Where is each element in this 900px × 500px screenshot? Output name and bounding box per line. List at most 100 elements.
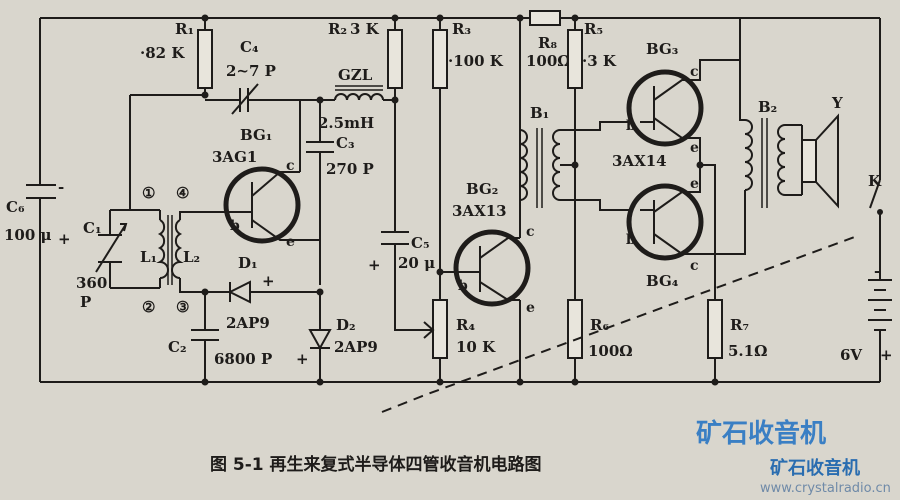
d2-value: 2AP9 (334, 338, 378, 356)
coil-l1 (156, 219, 169, 279)
transistor-bg3 (626, 59, 740, 165)
c3-value: 270 P (326, 160, 374, 178)
battery-plus: + (880, 346, 893, 364)
figure-caption: 图 5-1 再生来复式半导体四管收音机电路图 (210, 454, 542, 475)
l1-ref: L₁ (140, 248, 157, 266)
bg2-pin-e: e (526, 300, 535, 316)
c1-unit: P (80, 293, 91, 311)
capacitor-c5 (381, 100, 425, 331)
c6-plus: + (58, 230, 71, 248)
tank-wiring (109, 94, 205, 289)
battery-value: 6V (840, 346, 862, 364)
r6-ref: R₆ (590, 316, 609, 334)
diode-d2 (308, 292, 332, 382)
r6-value: 100Ω (588, 342, 633, 360)
speaker-y (801, 113, 839, 209)
bg1-pin-b: b (230, 218, 240, 234)
c6-value: 100 μ (4, 226, 52, 244)
c1-value: 360 (76, 274, 107, 292)
transformer-b2 (739, 18, 802, 208)
capacitor-c6 (26, 184, 56, 235)
r3-ref: R₃ (452, 20, 471, 38)
c4-ref: C₄ (240, 38, 259, 56)
resistor-r2 (387, 18, 403, 100)
c6-ref: C₆ (6, 198, 25, 216)
bg4-pin-c: c (690, 258, 699, 274)
battery (868, 250, 892, 355)
resistor-r8 (529, 10, 561, 26)
b2-ref: B₂ (758, 98, 777, 116)
d1-ref: D₁ (238, 254, 258, 272)
r8-value: 100Ω (526, 52, 571, 70)
r7-ref: R₇ (730, 316, 749, 334)
resistor-r6 (567, 299, 583, 382)
watermark: 矿石收音机 矿石收音机 www.crystalradio.cn (696, 418, 891, 496)
c5-ref: C₅ (411, 234, 430, 252)
c2-ref: C₂ (168, 338, 187, 356)
coil-l2 (171, 219, 184, 279)
bg2-ref: BG₂ (466, 180, 498, 198)
top-rail (40, 17, 881, 180)
capacitor-c2 (191, 292, 219, 382)
r2-value: 3 K (350, 20, 380, 38)
watermark-brand-small: 矿石收音机 (770, 457, 860, 479)
transistor-bg2 (440, 18, 531, 382)
bg1-ref: BG₁ (240, 126, 272, 144)
bg1-type: 3AG1 (212, 148, 257, 166)
gzl-ref: GZL (338, 66, 373, 84)
bg1-pin-e: e (286, 234, 295, 250)
terminal-4: ④ (176, 184, 189, 202)
r3-value: ·100 K (448, 52, 504, 70)
c3-ref: C₃ (336, 134, 355, 152)
terminal-2: ② (142, 298, 155, 316)
watermark-url: www.crystalradio.cn (760, 481, 891, 496)
switch-ref: K (868, 172, 882, 190)
d1-plus: + (262, 272, 275, 290)
bg2-pin-c: c (526, 224, 535, 240)
bg4-pin-e: e (690, 176, 699, 192)
c5-value: 20 μ (398, 254, 435, 272)
gzl-value: 2.5mH (318, 114, 374, 132)
r1-junction (201, 91, 209, 99)
r1-ref: R₁ (175, 20, 194, 38)
r5-mid-junction (571, 161, 579, 169)
bg2-type: 3AX13 (452, 202, 507, 220)
l2-ref: L₂ (183, 248, 200, 266)
bg4-pin-b: b (626, 232, 636, 248)
transistor-bg4 (626, 165, 746, 261)
c4-value: 2~7 P (226, 62, 276, 80)
diode-d1 (205, 280, 320, 304)
bg3-pin-e: e (690, 140, 699, 156)
r4-ref: R₄ (456, 316, 475, 334)
r1-value: ·82 K (140, 44, 185, 62)
bg4-ref: BG₄ (646, 272, 679, 290)
resistor-r1 (197, 18, 213, 95)
c3-top-junction (316, 96, 324, 104)
bg3-pin-b: b (626, 118, 636, 134)
capacitor-c1 (95, 223, 128, 273)
bg2-pin-b: b (458, 278, 468, 294)
c1-ref: C₁ (83, 219, 102, 237)
l1-l2-core (167, 215, 173, 285)
d2-ref: D₂ (336, 316, 356, 334)
bg1-pin-c: c (286, 158, 295, 174)
c2-value: 6800 P (214, 350, 272, 368)
pot-switch-link (381, 234, 861, 413)
bg3-type: 3AX14 (612, 152, 667, 170)
d1-value: 2AP9 (226, 314, 270, 332)
resistor-r7 (707, 299, 723, 382)
c6-minus: - (58, 178, 64, 196)
choke-gzl (320, 85, 395, 101)
terminal-3: ③ (176, 298, 189, 316)
bg3-pin-c: c (690, 64, 699, 80)
r7-value: 5.1Ω (728, 342, 767, 360)
c5-top-junction (391, 96, 399, 104)
transistor-bg1 (220, 100, 320, 244)
terminal-1: ① (142, 184, 155, 202)
r8-ref: R₈ (538, 34, 557, 52)
bg3-ref: BG₃ (646, 40, 678, 58)
c5-plus: + (368, 256, 381, 274)
r5-ref: R₅ (584, 20, 603, 38)
